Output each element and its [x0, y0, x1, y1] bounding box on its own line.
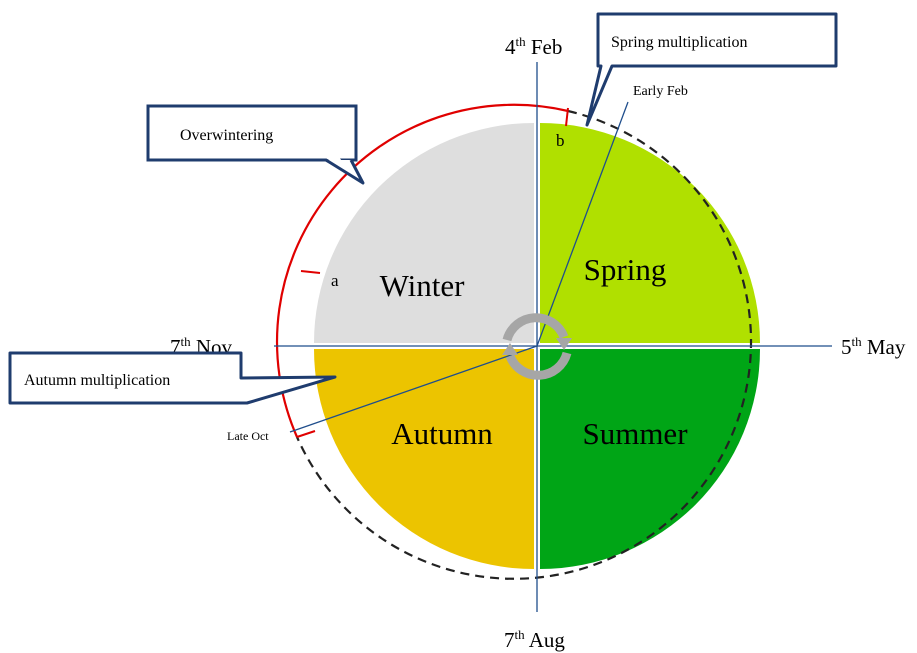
autumn-label: Autumn [391, 416, 493, 451]
late-oct-line [289, 345, 538, 433]
autumn-multiplication-text: Autumn multiplication [24, 372, 170, 389]
date-top: 4th Feb [505, 34, 562, 59]
red-tick-late-oct [296, 430, 316, 438]
red-tick-b [565, 107, 569, 127]
summer-label: Summer [582, 416, 688, 451]
dashed-arc [295, 109, 753, 580]
winter-quadrant [314, 123, 534, 343]
winter-label: Winter [380, 268, 466, 303]
early-feb-line [536, 101, 629, 347]
spring-multiplication-text: Spring multiplication [611, 34, 747, 51]
marker-a: a [331, 271, 339, 290]
autumn-multiplication-callout: Autumn multiplication [8, 351, 337, 405]
cycle-icon [502, 313, 572, 380]
red-arc [275, 103, 569, 438]
overwintering-callout: Overwintering [146, 104, 365, 185]
spring-label: Spring [584, 252, 667, 287]
spring-quadrant [540, 123, 760, 343]
summer-quadrant [540, 349, 760, 569]
late-oct-label: Late Oct [227, 429, 269, 443]
autumn-quadrant [314, 349, 534, 569]
date-right: 5th May [841, 334, 906, 359]
date-bottom: 7th Aug [504, 627, 565, 652]
red-tick-a [300, 270, 321, 274]
marker-b: b [556, 131, 565, 150]
early-feb-label: Early Feb [633, 84, 688, 99]
spring-multiplication-callout: Spring multiplication [585, 12, 838, 127]
overwintering-text: Overwintering [180, 127, 273, 144]
